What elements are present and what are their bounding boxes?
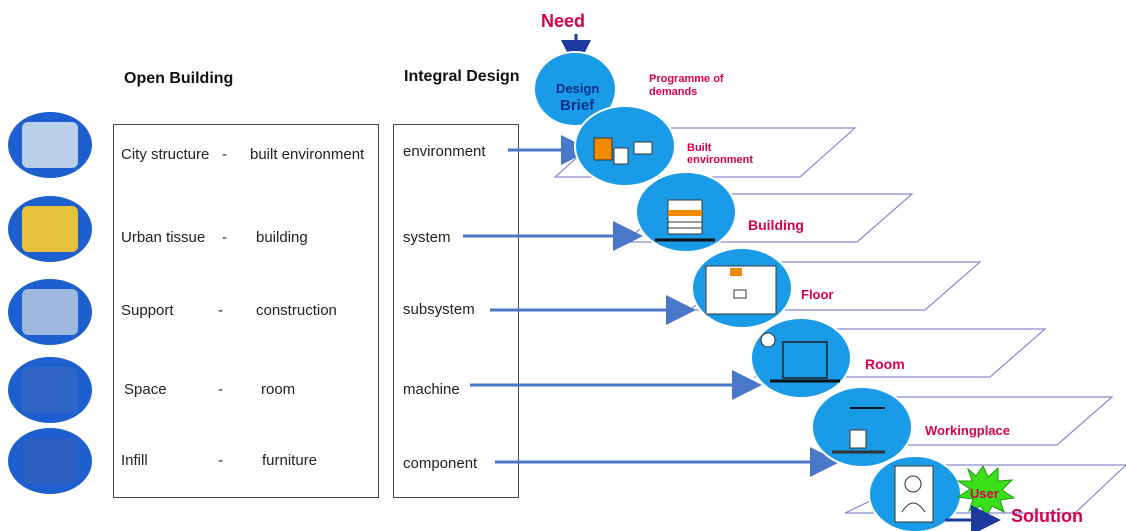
id-row-subsystem: subsystem: [403, 301, 475, 318]
workingplace-illustration: [832, 407, 885, 454]
ob-row-1-left: City structure: [121, 146, 210, 163]
workingplace-circle: [811, 386, 913, 468]
room-circle: [750, 317, 852, 399]
room-illustration: [760, 332, 840, 383]
ob-row-1-sep: -: [222, 146, 227, 163]
id-row-machine: machine: [403, 381, 460, 398]
solution-label: Solution: [1011, 506, 1083, 526]
floor-label: Floor: [801, 287, 834, 302]
building-label: Building: [748, 217, 804, 233]
ob-row-2-sep: -: [222, 229, 227, 246]
design-brief-line2: Brief: [560, 97, 595, 114]
id-row-environment: environment: [403, 143, 486, 160]
thumb-support: [8, 279, 92, 345]
room-label: Room: [865, 356, 905, 372]
programme-line1: Programme of: [649, 73, 724, 85]
ob-row-5-sep: -: [218, 452, 223, 469]
design-brief-circle: [533, 51, 617, 127]
programme-line2: demands: [649, 86, 698, 98]
id-row-component: component: [403, 455, 478, 472]
need-label: Need: [541, 11, 586, 31]
building-illustration: [655, 199, 715, 242]
thumb-infill: [8, 428, 92, 494]
open-building-box: [113, 124, 379, 498]
integral-design-heading: Integral Design: [404, 68, 520, 85]
built-environment-line1: Built: [687, 142, 712, 154]
workingplace-label: Workingplace: [925, 423, 1011, 438]
ob-row-2-right: building: [256, 229, 308, 246]
user-label: User: [970, 486, 999, 501]
built-environment-circle: [574, 105, 676, 187]
ob-row-5-right: furniture: [262, 452, 318, 469]
ob-row-3-right: construction: [256, 302, 337, 319]
floor-illustration: [705, 265, 777, 315]
ob-row-1-right: built environment: [250, 146, 365, 163]
built-environment-line2: environment: [687, 154, 754, 166]
ob-row-3-sep: -: [218, 302, 223, 319]
open-building-heading: Open Building: [124, 70, 234, 87]
ob-row-4-sep: -: [218, 381, 223, 398]
id-row-system: system: [403, 229, 451, 246]
thumb-urban-tissue: [8, 196, 92, 262]
user-illustration: [894, 465, 934, 523]
ob-row-4-right: room: [261, 381, 296, 398]
ob-row-2-left: Urban tissue: [121, 229, 206, 246]
ob-row-5-left: Infill: [121, 452, 148, 469]
built-environment-illustration: [593, 137, 653, 165]
ob-row-3-left: Support: [121, 302, 174, 319]
thumb-space: [8, 357, 92, 423]
thumb-city-structure: [8, 112, 92, 178]
ob-row-4-left: Space: [124, 381, 167, 398]
design-brief-line1: Design: [556, 81, 599, 96]
